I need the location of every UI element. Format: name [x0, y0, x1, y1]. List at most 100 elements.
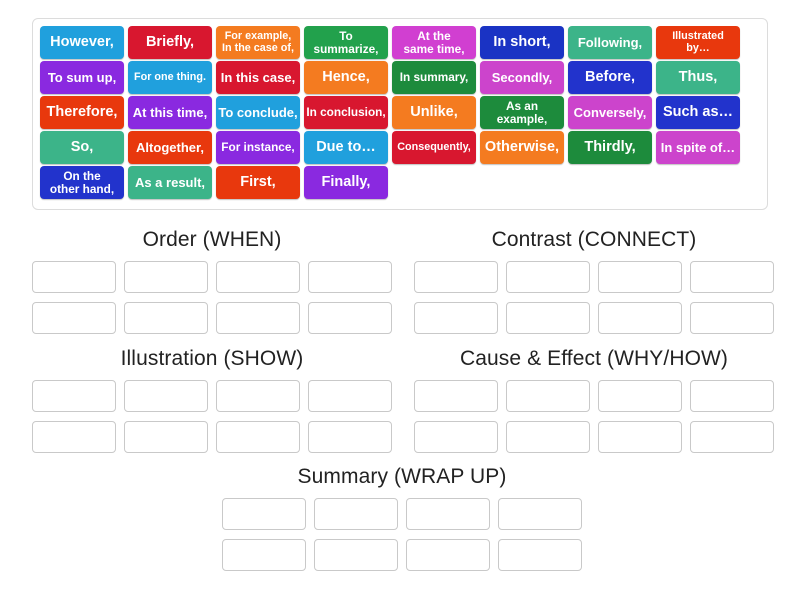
draggable-tile[interactable]: Before,: [568, 61, 652, 94]
tile-label: In spite of…: [660, 139, 736, 155]
tile-label: So,: [70, 138, 94, 155]
drop-slot[interactable]: [32, 261, 116, 293]
category-group-summary: Summary (WRAP UP): [218, 465, 586, 580]
drop-slot[interactable]: [222, 539, 306, 571]
tile-label: However,: [50, 33, 114, 50]
draggable-tile[interactable]: Otherwise,: [480, 131, 564, 164]
draggable-tile[interactable]: Thirdly,: [568, 131, 652, 164]
draggable-tile[interactable]: Altogether,: [128, 131, 212, 164]
draggable-tile[interactable]: Finally,: [304, 166, 388, 199]
drop-slot[interactable]: [308, 302, 392, 334]
draggable-tile[interactable]: Following,: [568, 26, 652, 59]
draggable-tile[interactable]: In short,: [480, 26, 564, 59]
drop-slot[interactable]: [216, 302, 300, 334]
drop-slot[interactable]: [498, 498, 582, 530]
draggable-tile[interactable]: Secondly,: [480, 61, 564, 94]
drop-slot[interactable]: [498, 539, 582, 571]
tile-label: First,: [240, 173, 276, 190]
draggable-tile[interactable]: Consequently,: [392, 131, 476, 164]
draggable-tile[interactable]: In summary,: [392, 61, 476, 94]
drop-slot[interactable]: [314, 539, 398, 571]
drop-slot[interactable]: [506, 302, 590, 334]
drop-slot[interactable]: [598, 261, 682, 293]
tile-label: In short,: [493, 33, 551, 50]
draggable-tile[interactable]: Illustrated by…: [656, 26, 740, 59]
drop-slot[interactable]: [32, 302, 116, 334]
draggable-tile[interactable]: Thus,: [656, 61, 740, 94]
draggable-tile[interactable]: For instance,: [216, 131, 300, 164]
draggable-tile[interactable]: At the same time,: [392, 26, 476, 59]
tile-label: Conversely,: [573, 104, 647, 120]
draggable-tile[interactable]: Such as…: [656, 96, 740, 129]
tile-label: For one thing.: [134, 70, 206, 83]
drop-slot[interactable]: [414, 261, 498, 293]
tile-bank: However, Briefly, For example, In the case…: [32, 18, 768, 210]
drop-slot[interactable]: [690, 380, 774, 412]
draggable-tile[interactable]: To summarize,: [304, 26, 388, 59]
draggable-tile[interactable]: On the other hand,: [40, 166, 124, 199]
drop-slot[interactable]: [308, 380, 392, 412]
drop-slot[interactable]: [124, 261, 208, 293]
draggable-tile[interactable]: Briefly,: [128, 26, 212, 59]
tile-row: On the other hand, As a result, First, Fina…: [38, 165, 762, 200]
drop-slot[interactable]: [506, 421, 590, 453]
drop-slot[interactable]: [406, 539, 490, 571]
drop-slot[interactable]: [314, 498, 398, 530]
drop-slot[interactable]: [308, 421, 392, 453]
drop-slot[interactable]: [406, 498, 490, 530]
drop-slot[interactable]: [222, 498, 306, 530]
drop-slot[interactable]: [598, 421, 682, 453]
category-group-contrast: Contrast (CONNECT): [410, 228, 778, 343]
tile-label: Thirdly,: [584, 138, 636, 155]
tile-label: In conclusion,: [306, 105, 386, 120]
drop-slot[interactable]: [32, 421, 116, 453]
drop-slot[interactable]: [414, 380, 498, 412]
tile-row: Therefore,At this time,To conclude, In co…: [38, 95, 762, 130]
tile-label: Consequently,: [397, 140, 471, 153]
draggable-tile[interactable]: Therefore,: [40, 96, 124, 129]
draggable-tile[interactable]: Unlike,: [392, 96, 476, 129]
tile-label: In summary,: [399, 70, 469, 85]
tile-label: As a result,: [134, 174, 206, 190]
draggable-tile[interactable]: In this case,: [216, 61, 300, 94]
drop-slot[interactable]: [308, 261, 392, 293]
drop-slot[interactable]: [124, 380, 208, 412]
drop-slot[interactable]: [598, 302, 682, 334]
slot-row: [410, 302, 778, 343]
draggable-tile[interactable]: So,: [40, 131, 124, 164]
tile-label: For example, In the case of,: [222, 30, 294, 54]
drop-slot[interactable]: [506, 261, 590, 293]
draggable-tile[interactable]: In conclusion,: [304, 96, 388, 129]
drop-slot[interactable]: [216, 261, 300, 293]
drop-slot[interactable]: [414, 421, 498, 453]
drop-slot[interactable]: [124, 302, 208, 334]
draggable-tile[interactable]: Conversely,: [568, 96, 652, 129]
draggable-tile[interactable]: For one thing.: [128, 61, 212, 94]
draggable-tile[interactable]: To conclude,: [216, 96, 300, 129]
tile-label: As an example,: [496, 99, 548, 126]
draggable-tile[interactable]: At this time,: [128, 96, 212, 129]
slot-row: [28, 302, 396, 343]
tile-label: Such as…: [662, 103, 734, 120]
drop-slot[interactable]: [598, 380, 682, 412]
draggable-tile[interactable]: However,: [40, 26, 124, 59]
drop-slot[interactable]: [216, 421, 300, 453]
draggable-tile[interactable]: For example, In the case of,: [216, 26, 300, 59]
drop-slot[interactable]: [32, 380, 116, 412]
draggable-tile[interactable]: Hence,: [304, 61, 388, 94]
draggable-tile[interactable]: In spite of…: [656, 131, 740, 164]
drop-slot[interactable]: [690, 421, 774, 453]
drop-slot[interactable]: [506, 380, 590, 412]
draggable-tile[interactable]: Due to…: [304, 131, 388, 164]
drop-slot[interactable]: [690, 261, 774, 293]
drop-slot[interactable]: [414, 302, 498, 334]
drop-slots: [28, 380, 396, 462]
draggable-tile[interactable]: As an example,: [480, 96, 564, 129]
drop-slots: [410, 380, 778, 462]
drop-slot[interactable]: [124, 421, 208, 453]
draggable-tile[interactable]: First,: [216, 166, 300, 199]
drop-slot[interactable]: [216, 380, 300, 412]
draggable-tile[interactable]: As a result,: [128, 166, 212, 199]
draggable-tile[interactable]: To sum up,: [40, 61, 124, 94]
drop-slot[interactable]: [690, 302, 774, 334]
